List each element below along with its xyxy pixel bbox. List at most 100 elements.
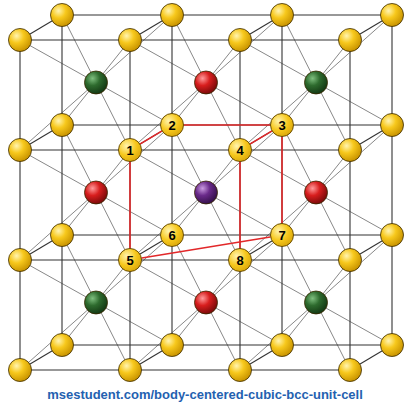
body-diagonal-line bbox=[96, 15, 172, 83]
callout-number: 2 bbox=[168, 119, 175, 132]
corner-atom bbox=[339, 249, 362, 272]
numbered-atom: 4 bbox=[228, 138, 252, 162]
body-diagonal-line bbox=[130, 303, 206, 371]
unit-cell-outline bbox=[129, 162, 131, 248]
corner-atom bbox=[119, 29, 142, 52]
callout-number: 5 bbox=[126, 254, 133, 267]
diagonal-center-atom bbox=[85, 71, 108, 94]
lattice-edge-line bbox=[281, 15, 282, 345]
numbered-atom: 1 bbox=[118, 138, 142, 162]
callout-number: 1 bbox=[126, 144, 133, 157]
corner-atom bbox=[9, 359, 32, 382]
numbered-atom: 3 bbox=[270, 113, 294, 137]
body-diagonal-line bbox=[240, 303, 316, 371]
callout-number: 8 bbox=[236, 254, 243, 267]
corner-atom bbox=[51, 334, 74, 357]
lattice-edge-line bbox=[62, 124, 392, 125]
body-diagonal-line bbox=[130, 40, 206, 83]
body-diagonal-line bbox=[240, 83, 316, 151]
body-diagonal-line bbox=[20, 40, 96, 83]
body-diagonal-line bbox=[316, 193, 392, 236]
lattice-edge-line bbox=[129, 40, 130, 370]
lattice-edge-line bbox=[62, 234, 392, 235]
neighbor-center-atom bbox=[305, 181, 328, 204]
lattice-edge-line bbox=[20, 149, 350, 150]
lattice-edge-line bbox=[20, 259, 350, 260]
corner-atom bbox=[339, 139, 362, 162]
callout-number: 6 bbox=[168, 229, 175, 242]
lattice-edge-line bbox=[171, 15, 172, 345]
numbered-atom: 7 bbox=[270, 223, 294, 247]
body-diagonal-line bbox=[206, 15, 282, 83]
lattice-edge-line bbox=[239, 40, 240, 370]
diagonal-center-atom bbox=[305, 71, 328, 94]
lattice-atoms bbox=[9, 4, 404, 382]
corner-atom bbox=[9, 139, 32, 162]
neighbor-center-atom bbox=[195, 291, 218, 314]
body-diagonal-line bbox=[20, 303, 96, 371]
corner-atom bbox=[119, 359, 142, 382]
body-diagonal-line bbox=[316, 125, 392, 193]
corner-atom bbox=[381, 334, 404, 357]
corner-atom bbox=[9, 29, 32, 52]
lattice-edge-line bbox=[61, 15, 62, 345]
lattice-edge-line bbox=[20, 39, 350, 40]
body-diagonal-line bbox=[206, 125, 282, 193]
corner-atom bbox=[381, 224, 404, 247]
corner-atom bbox=[271, 334, 294, 357]
corner-atom bbox=[381, 4, 404, 27]
body-diagonal-line bbox=[206, 303, 282, 346]
diagonal-center-atom bbox=[85, 291, 108, 314]
body-diagonal-line bbox=[240, 150, 316, 193]
numbered-atom: 8 bbox=[228, 248, 252, 272]
corner-atom bbox=[161, 334, 184, 357]
corner-atom bbox=[229, 359, 252, 382]
numbered-atom: 6 bbox=[160, 223, 184, 247]
body-diagonal-line bbox=[240, 260, 316, 303]
body-diagonal-line bbox=[316, 303, 392, 346]
callout-number: 4 bbox=[236, 144, 243, 157]
corner-atom bbox=[161, 4, 184, 27]
lattice-edge-line bbox=[62, 14, 392, 15]
body-diagonal-line bbox=[316, 15, 392, 83]
body-diagonal-line bbox=[316, 83, 392, 126]
body-diagonal-line bbox=[20, 193, 96, 261]
body-diagonal-line bbox=[130, 83, 206, 151]
body-diagonal-line bbox=[96, 125, 172, 193]
lattice-edge-line bbox=[19, 40, 20, 370]
unit-cell-outline bbox=[250, 131, 271, 144]
unit-cell-outline bbox=[184, 124, 270, 126]
body-diagonal-line bbox=[96, 235, 172, 303]
unit-cell-outline bbox=[140, 131, 161, 144]
body-diagonal-line bbox=[20, 260, 96, 303]
lattice-edge-line bbox=[349, 40, 350, 370]
body-diagonal-line bbox=[316, 235, 392, 303]
body-diagonal-line bbox=[20, 83, 96, 151]
corner-atom bbox=[51, 224, 74, 247]
corner-atom bbox=[51, 114, 74, 137]
corner-atom bbox=[9, 249, 32, 272]
body-diagonal-line bbox=[130, 260, 206, 303]
corner-atom bbox=[339, 359, 362, 382]
body-diagonal-line bbox=[96, 303, 172, 346]
lattice-edge-line bbox=[62, 344, 392, 345]
diagonal-center-atom bbox=[305, 291, 328, 314]
body-diagonal-line bbox=[20, 150, 96, 193]
source-caption: msestudent.com/body-centered-cubic-bcc-u… bbox=[0, 387, 410, 402]
lattice-lines bbox=[20, 15, 392, 370]
neighbor-center-atom bbox=[195, 71, 218, 94]
corner-atom bbox=[51, 4, 74, 27]
unit-cell-outline bbox=[239, 162, 241, 248]
corner-atom bbox=[271, 4, 294, 27]
unit-cell-outline bbox=[281, 137, 283, 223]
body-diagonal-line bbox=[130, 150, 206, 193]
neighbor-center-atom bbox=[85, 181, 108, 204]
body-diagonal-line bbox=[240, 40, 316, 83]
corner-atom bbox=[381, 114, 404, 137]
callout-number: 3 bbox=[278, 119, 285, 132]
lattice-edge-line bbox=[391, 15, 392, 345]
lattice-edge-line bbox=[20, 369, 350, 370]
